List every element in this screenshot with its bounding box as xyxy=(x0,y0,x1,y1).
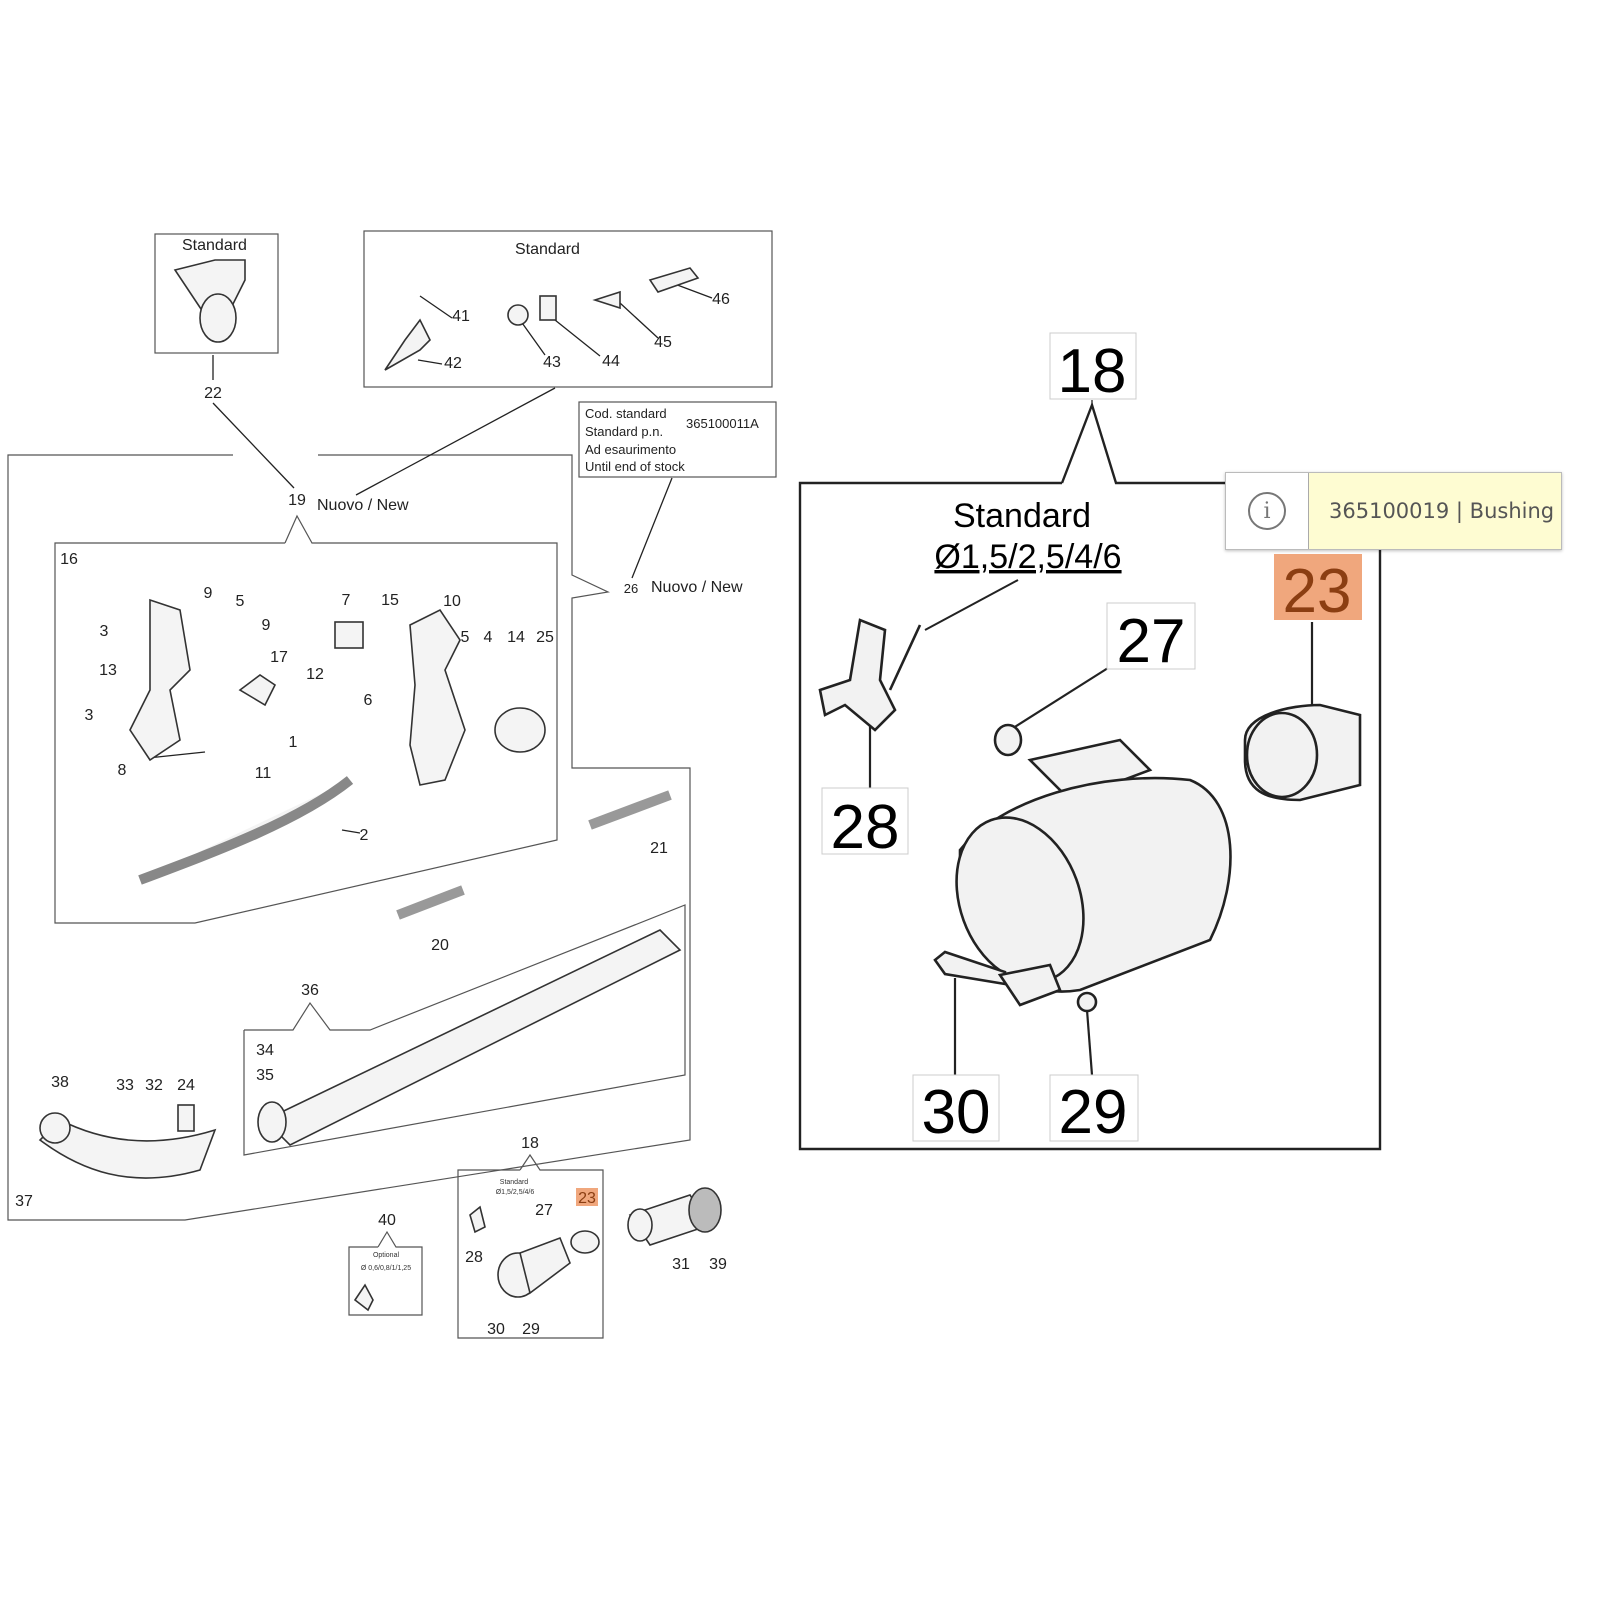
tooltip-text: 365100019 | Bushing xyxy=(1309,473,1561,549)
info-icon: i xyxy=(1248,492,1286,530)
detail-callouts: 18 27 23 28 30 29 xyxy=(831,337,1352,1147)
leader-lines xyxy=(147,282,1314,1076)
cod-standard-box: Cod. standard Standard p.n. Ad esaurimen… xyxy=(585,406,759,474)
callout[interactable]: 17 xyxy=(270,649,288,666)
callout[interactable]: 2 xyxy=(360,827,369,844)
svg-text:Ad esaurimento: Ad esaurimento xyxy=(585,442,676,457)
callout[interactable]: 22 xyxy=(204,385,222,402)
callout[interactable]: 28 xyxy=(465,1249,483,1266)
callout[interactable]: 9 xyxy=(204,585,213,602)
callout[interactable]: 45 xyxy=(654,334,672,351)
svg-text:Standard p.n.: Standard p.n. xyxy=(585,424,663,439)
callout[interactable]: 13 xyxy=(99,662,117,679)
part-tooltip: i 365100019 | Bushing xyxy=(1225,472,1562,550)
callout[interactable]: 3 xyxy=(100,623,109,640)
callout[interactable]: 16 xyxy=(60,551,78,568)
callout[interactable]: 33 xyxy=(116,1077,134,1094)
callout[interactable]: 19 xyxy=(288,492,306,509)
callout[interactable]: 24 xyxy=(177,1077,195,1094)
callout[interactable]: 6 xyxy=(364,692,373,709)
tooltip-icon-cell: i xyxy=(1226,473,1309,549)
callout[interactable]: 31 xyxy=(672,1256,690,1273)
callout[interactable]: 39 xyxy=(709,1256,727,1273)
callout[interactable]: 18 xyxy=(521,1135,539,1152)
callout[interactable]: 7 xyxy=(342,592,351,609)
callout[interactable]: 40 xyxy=(378,1212,396,1229)
callout[interactable]: 9 xyxy=(262,617,271,634)
callout[interactable]: 14 xyxy=(507,629,525,646)
svg-text:Cod. standard: Cod. standard xyxy=(585,406,667,421)
callout[interactable]: 1 xyxy=(289,734,298,751)
callout[interactable]: 3 xyxy=(85,707,94,724)
standard-label: Standard xyxy=(515,241,580,258)
svg-text:Until end of stock: Until end of stock xyxy=(585,459,685,474)
part-sketches xyxy=(38,259,1362,1312)
callout-highlighted[interactable]: 23 xyxy=(578,1190,596,1207)
callout[interactable]: 44 xyxy=(602,353,620,370)
detail-callout[interactable]: 18 xyxy=(1058,337,1127,406)
nuovo-new-label: Nuovo / New xyxy=(317,497,409,514)
callout[interactable]: 42 xyxy=(444,355,462,372)
nuovo-new-label: Nuovo / New xyxy=(651,579,743,596)
diagram-frames xyxy=(7,230,1382,1339)
diameter-label: Ø1,5/2,5/4/6 xyxy=(496,1189,535,1196)
callout[interactable]: 8 xyxy=(118,762,127,779)
callout[interactable]: 12 xyxy=(306,666,324,683)
standard-label: Standard xyxy=(182,237,247,254)
callout[interactable]: 4 xyxy=(484,629,493,646)
callout[interactable]: 35 xyxy=(256,1067,274,1084)
callout[interactable]: 30 xyxy=(487,1321,505,1338)
callout[interactable]: 10 xyxy=(443,593,461,610)
callout[interactable]: 20 xyxy=(431,937,449,954)
callout[interactable]: 37 xyxy=(15,1193,33,1210)
callout[interactable]: 34 xyxy=(256,1042,274,1059)
callout[interactable]: 26 xyxy=(624,581,638,596)
callout[interactable]: 46 xyxy=(712,291,730,308)
callout[interactable]: 41 xyxy=(452,308,470,325)
standard-label: Standard xyxy=(500,1179,529,1186)
callout[interactable]: 32 xyxy=(145,1077,163,1094)
detail-callout[interactable]: 30 xyxy=(922,1078,991,1147)
svg-text:365100011A: 365100011A xyxy=(686,416,759,431)
callout[interactable]: 11 xyxy=(255,765,272,782)
callout[interactable]: 15 xyxy=(381,592,399,609)
standard-label: Standard xyxy=(953,497,1091,535)
detail-callout[interactable]: 27 xyxy=(1117,607,1186,676)
diameter-label: Ø 0,6/0,8/1/1,25 xyxy=(361,1265,411,1272)
callout[interactable]: 25 xyxy=(536,629,554,646)
callout[interactable]: 21 xyxy=(650,840,668,857)
optional-label: Optional xyxy=(373,1252,400,1259)
callout[interactable]: 29 xyxy=(522,1321,540,1338)
callout[interactable]: 43 xyxy=(543,354,561,371)
callout[interactable]: 38 xyxy=(51,1074,69,1091)
diameter-label: Ø1,5/2,5/4/6 xyxy=(934,538,1121,576)
detail-callout[interactable]: 29 xyxy=(1059,1078,1128,1147)
detail-callout[interactable]: 28 xyxy=(831,793,900,862)
callout[interactable]: 36 xyxy=(301,982,319,999)
callouts: 22 41 42 43 44 45 46 19 26 16 9 5 9 7 15… xyxy=(15,291,730,1338)
callout[interactable]: 5 xyxy=(236,593,245,610)
callout[interactable]: 27 xyxy=(535,1202,553,1219)
detail-callout-highlighted[interactable]: 23 xyxy=(1283,557,1352,626)
callout[interactable]: 5 xyxy=(461,629,470,646)
